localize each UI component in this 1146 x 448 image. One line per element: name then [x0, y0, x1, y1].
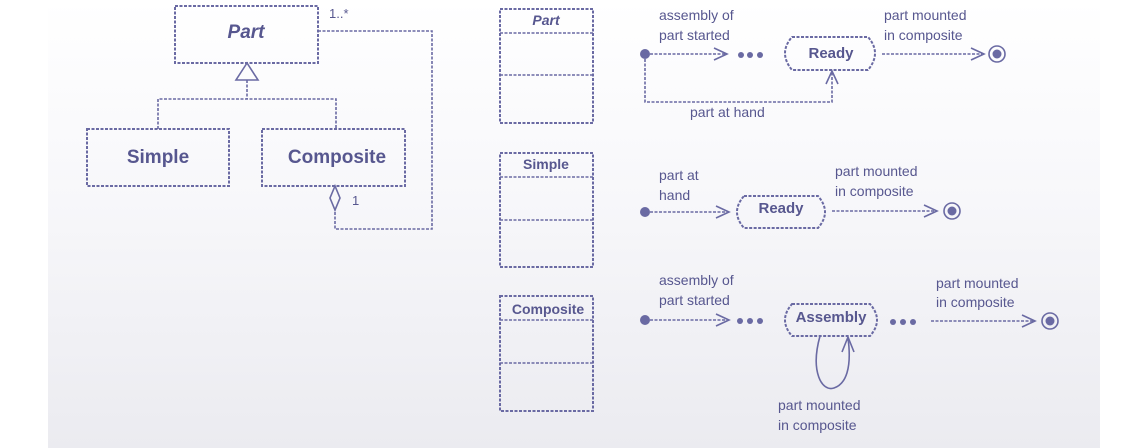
simple-start-label-2: hand [659, 187, 690, 203]
part-final-state [992, 49, 1002, 59]
composite-state-machine: assembly of part started Assembly part m… [640, 272, 1059, 433]
simple-ready-state [736, 195, 826, 229]
simple-start-label-1: part at [659, 167, 699, 183]
simple-end-label-2: in composite [835, 183, 914, 199]
class-part-name: Part [228, 22, 266, 43]
composite-self-loop [815, 335, 850, 390]
compartment-composite-title: Composite [512, 301, 585, 317]
compartment-part: Part [499, 8, 594, 124]
part-end-label-1: part mounted [884, 7, 967, 23]
diagram-canvas: Part Simple Composite 1..* 1 Part Simple [48, 0, 1100, 448]
class-composite-name: Composite [288, 147, 386, 168]
generalization-arrow [157, 61, 337, 129]
composite-loop-label-2: in composite [778, 417, 857, 433]
compartment-part-title: Part [532, 12, 561, 28]
part-history-dots [738, 52, 763, 58]
compartment-composite: Composite [499, 295, 594, 412]
part-ready-label: Ready [808, 45, 854, 62]
multiplicity-one: 1 [352, 193, 359, 208]
simple-end-label-1: part mounted [835, 163, 918, 179]
composite-end-label-1: part mounted [936, 275, 1019, 291]
class-simple: Simple [86, 128, 230, 187]
composite-history-dots-in [737, 318, 763, 324]
composite-assembly-label: Assembly [796, 309, 868, 326]
simple-ready-label: Ready [758, 200, 804, 217]
part-start-label-1: assembly of [659, 7, 734, 23]
composite-final-state [1045, 316, 1055, 326]
class-composite: Composite [261, 128, 406, 187]
compartment-simple: Simple [499, 152, 594, 268]
part-ready-state [784, 36, 876, 71]
simple-final-state [947, 206, 957, 216]
composite-start-label-2: part started [659, 292, 730, 308]
part-loop-label: part at hand [690, 104, 765, 120]
composite-history-dots-out [890, 319, 916, 325]
part-end-label-2: in composite [884, 27, 963, 43]
simple-initial-state [640, 207, 650, 217]
class-part: Part [174, 5, 319, 64]
composite-assembly-state [784, 303, 878, 337]
class-simple-name: Simple [127, 147, 189, 168]
simple-state-machine: part at hand Ready part mounted in compo… [640, 163, 961, 229]
aggregation-association: 1..* 1 [318, 6, 433, 230]
part-initial-state [640, 49, 650, 59]
composite-start-label-1: assembly of [659, 272, 734, 288]
part-state-machine: assembly of part started Ready part moun… [640, 7, 1006, 120]
compartment-simple-title: Simple [523, 156, 569, 172]
part-start-label-2: part started [659, 27, 730, 43]
multiplicity-many: 1..* [329, 6, 349, 21]
composite-loop-label-1: part mounted [778, 397, 861, 413]
composite-initial-state [640, 315, 650, 325]
composite-end-label-2: in composite [936, 294, 1015, 310]
